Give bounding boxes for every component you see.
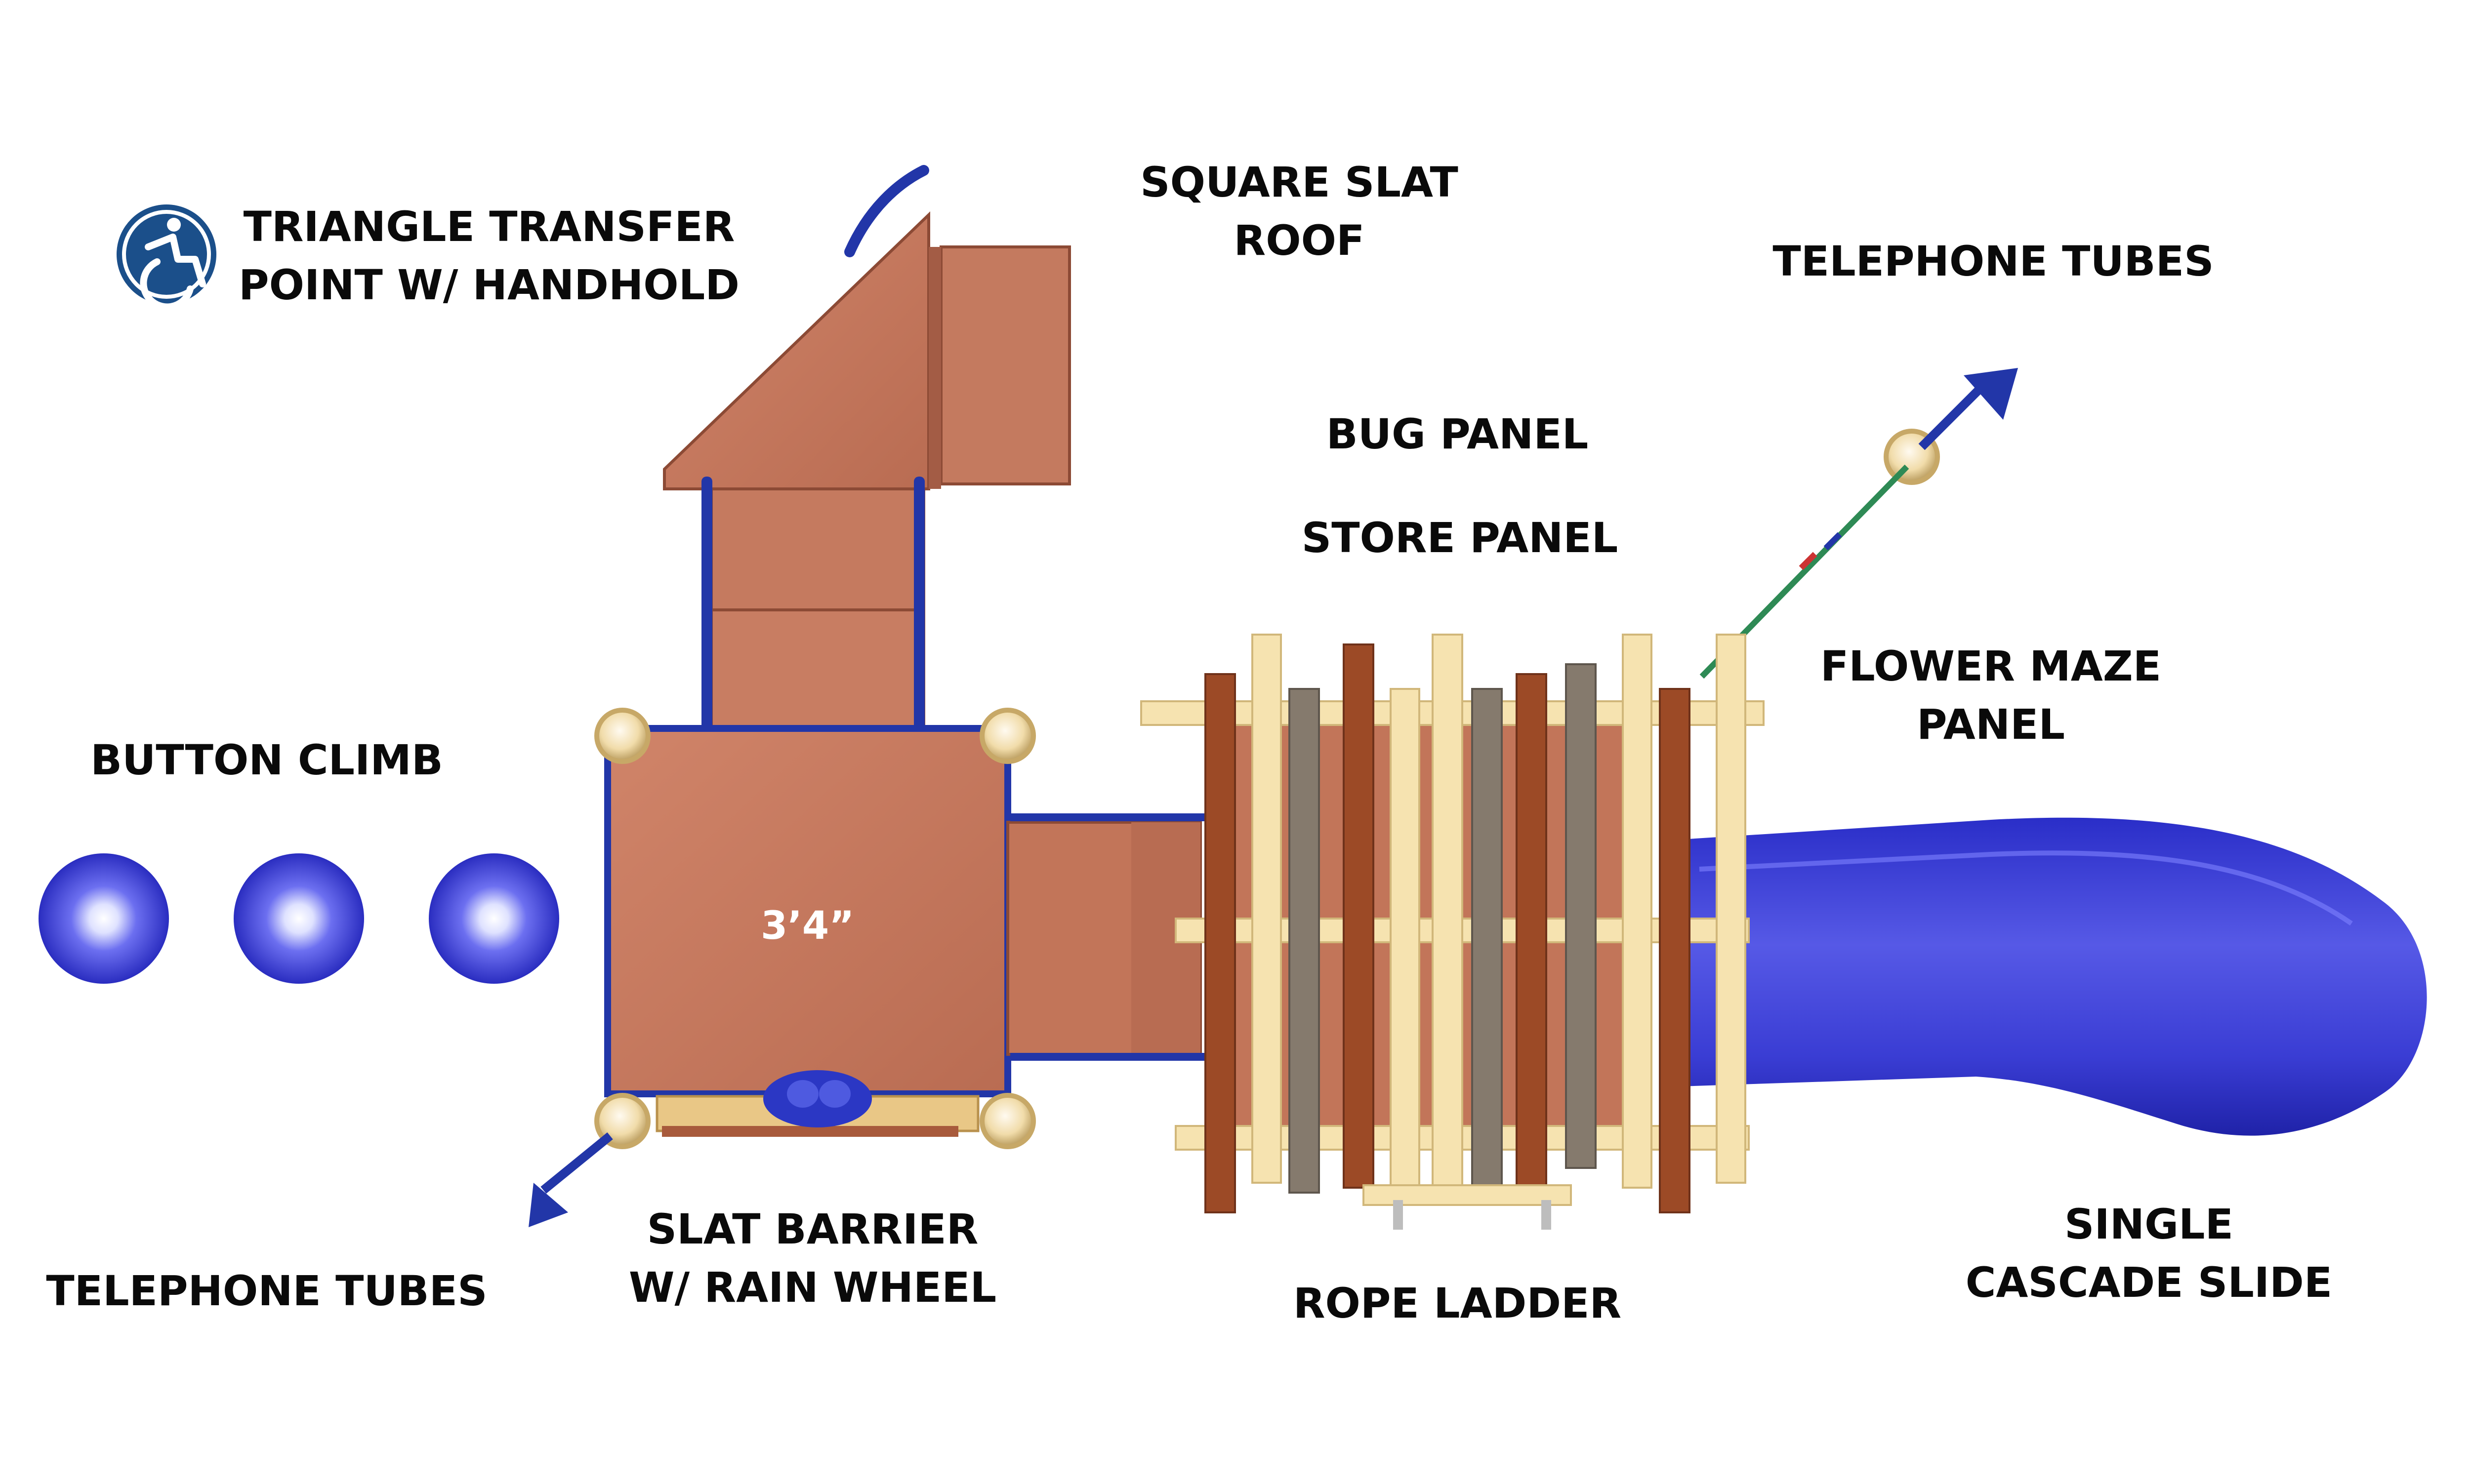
post-cap (980, 708, 1036, 764)
post-cap (594, 708, 651, 764)
label-line: ROOF (1234, 216, 1365, 265)
roof-slat (1251, 634, 1282, 1184)
wheelchair-accessibility-icon (117, 204, 216, 311)
post-cap (980, 1093, 1036, 1149)
label-line: W/ RAIN WHEEL (628, 1263, 997, 1312)
label-line: SQUARE SLAT (1140, 158, 1458, 206)
label-platform-height: 3’4” (761, 904, 855, 948)
triangle-transfer-point (663, 165, 1071, 735)
label-line: FLOWER MAZE (1820, 642, 2162, 690)
label-bug-panel: BUG PANEL (1235, 405, 1680, 463)
roof-slat (1659, 688, 1690, 1213)
label-line: PANEL (1916, 700, 2065, 749)
telephone-tubes-top (1699, 368, 2018, 679)
label-button-climb: BUTTON CLIMB (49, 731, 484, 789)
label-line: SLAT BARRIER (647, 1205, 979, 1253)
label-line: TELEPHONE TUBES (1772, 237, 2214, 285)
label-line: ROPE LADDER (1293, 1279, 1622, 1327)
label-line: TELEPHONE TUBES (46, 1267, 488, 1315)
roof-slat (1471, 688, 1503, 1194)
button-climb (39, 853, 559, 984)
label-telephone-tubes-bottom: TELEPHONE TUBES (40, 1262, 494, 1320)
label-flower-maze-panel: FLOWER MAZE PANEL (1769, 637, 2213, 754)
roof-slat (1516, 673, 1547, 1199)
label-line: BUG PANEL (1326, 410, 1589, 458)
main-deck (604, 725, 1205, 1137)
handhold (844, 165, 929, 257)
roof-slat (1390, 688, 1420, 1203)
label-line: BUTTON CLIMB (90, 736, 443, 784)
label-square-slat-roof: SQUARE SLAT ROOF (1077, 153, 1522, 270)
rain-wheel-icon (763, 1070, 872, 1127)
label-line: POINT W/ HANDHOLD (239, 261, 740, 309)
telephone-tubes-bottom (529, 1132, 613, 1227)
roof-slat (1204, 673, 1236, 1213)
button-climb-ball-icon (39, 853, 169, 984)
label-triangle-transfer: TRIANGLE TRANSFER POINT W/ HANDHOLD (217, 198, 761, 314)
post-cap (594, 1093, 651, 1149)
roof-slat (1565, 663, 1597, 1169)
label-slat-barrier: SLAT BARRIER W/ RAIN WHEEL (608, 1200, 1018, 1317)
transfer-step-1 (710, 487, 925, 611)
label-rope-ladder: ROPE LADDER (1260, 1274, 1655, 1332)
single-cascade-slide (1680, 817, 2427, 1136)
posts (594, 429, 1940, 1149)
roof-slat (1343, 643, 1374, 1189)
roof-slat (1288, 688, 1320, 1194)
button-climb-ball-icon (234, 853, 364, 984)
label-line: CASCADE SLIDE (1965, 1258, 2333, 1307)
label-line: TRIANGLE TRANSFER (243, 202, 735, 251)
transfer-square-deck (940, 245, 1071, 485)
roof-slat (1716, 634, 1746, 1184)
label-line: SINGLE (2064, 1200, 2233, 1248)
transfer-step-2 (710, 608, 925, 735)
label-line: STORE PANEL (1301, 514, 1618, 562)
label-store-panel: STORE PANEL (1225, 509, 1694, 567)
label-telephone-tubes-top: TELEPHONE TUBES (1734, 232, 2253, 290)
label-single-cascade-slide: SINGLE CASCADE SLIDE (1941, 1195, 2356, 1312)
roof-slat (1432, 634, 1463, 1203)
button-climb-ball-icon (429, 853, 559, 984)
slat-tower (1140, 634, 1765, 1230)
roof-slat (1622, 634, 1652, 1189)
